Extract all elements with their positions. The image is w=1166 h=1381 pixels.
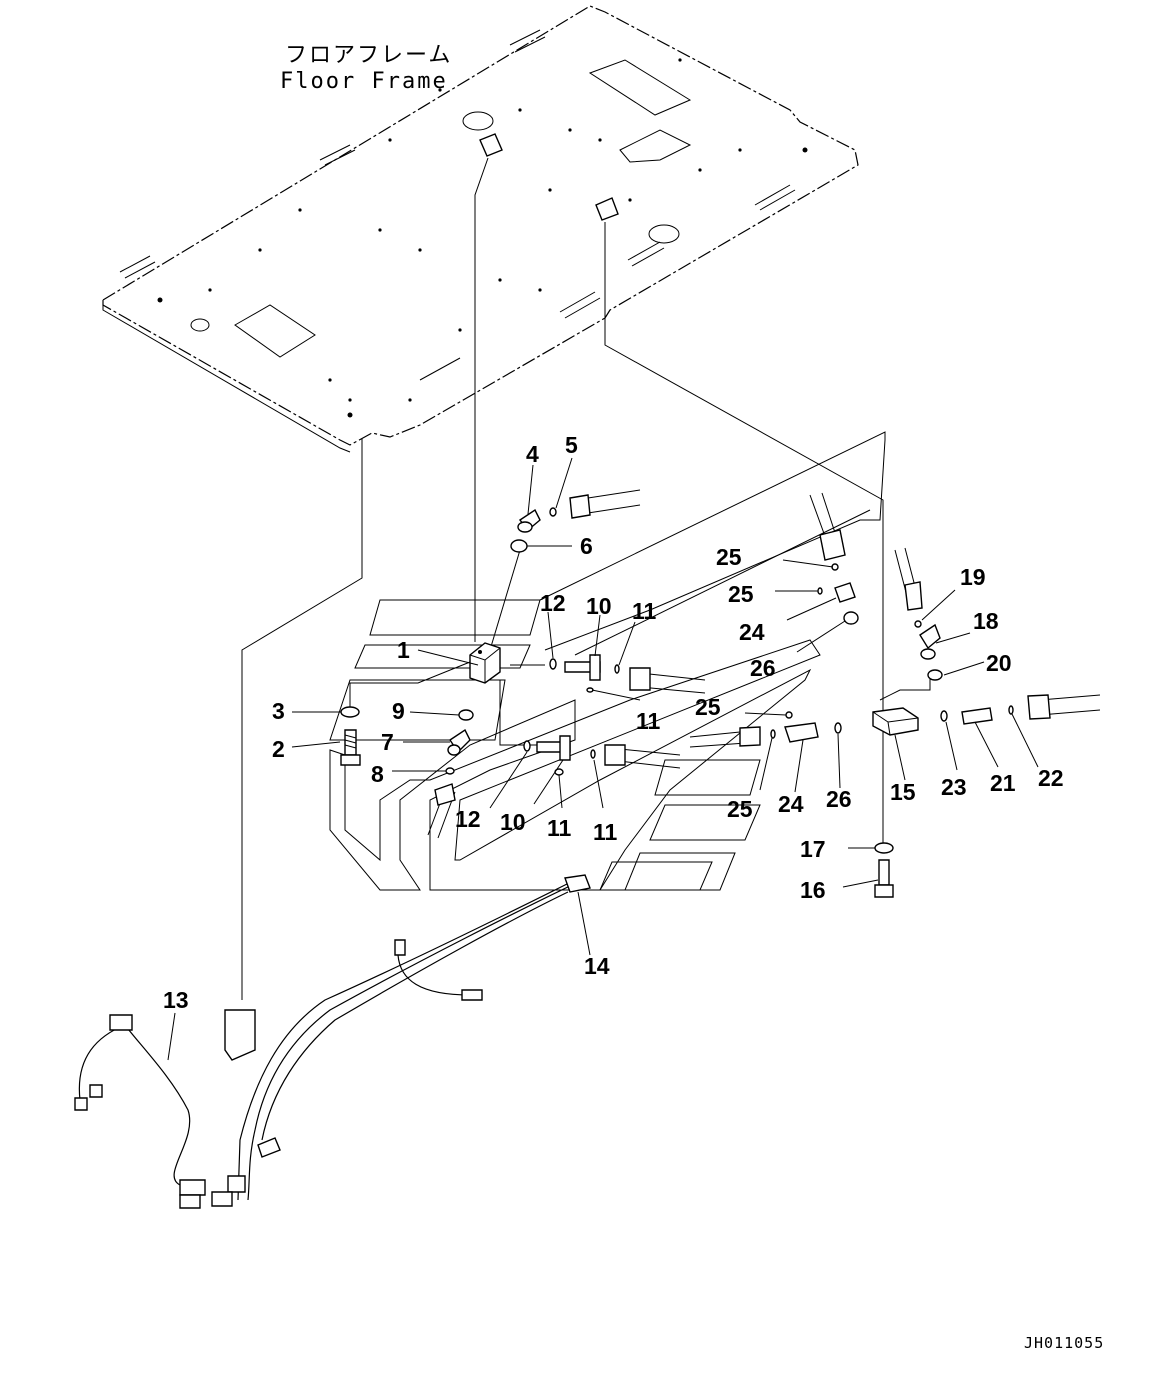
callout-25-a: 25	[716, 544, 742, 570]
part-22-oring[interactable]	[1008, 705, 1014, 715]
part-20-oring[interactable]	[927, 669, 943, 681]
floor-frame	[102, 5, 884, 1000]
part-25-orings[interactable]	[770, 563, 839, 739]
callout-14: 14	[584, 953, 610, 979]
part-21-adapter[interactable]	[961, 707, 993, 725]
part-13-harness[interactable]	[74, 1014, 206, 1209]
callout-18: 18	[973, 608, 999, 634]
callout-7: 7	[381, 729, 394, 755]
part-8-oring[interactable]	[445, 767, 455, 775]
part-2-bolt[interactable]	[340, 729, 361, 766]
part-18-switch[interactable]	[919, 623, 941, 660]
callout-26-upper: 26	[750, 655, 776, 681]
part-3-washer[interactable]	[340, 706, 360, 718]
part-7-switch[interactable]	[447, 728, 471, 756]
callout-4: 4	[526, 441, 539, 467]
part-9-oring[interactable]	[458, 709, 474, 721]
callout-26-lower: 26	[826, 786, 852, 812]
callout-25-d: 25	[727, 796, 753, 822]
part-24-elbow-lower[interactable]	[784, 722, 819, 743]
callout-15: 15	[890, 779, 916, 805]
callout-23: 23	[941, 774, 967, 800]
callout-5: 5	[565, 432, 578, 458]
callout-1: 1	[397, 637, 410, 663]
floor-frame-label-en: Floor Frame	[280, 69, 448, 94]
part-12-orings[interactable]	[523, 658, 557, 752]
callout-8: 8	[371, 761, 384, 787]
floor-frame-label-jp: フロアフレーム	[285, 43, 452, 68]
part-10-tee-lower[interactable]	[536, 735, 571, 761]
callout-25-c: 25	[695, 694, 721, 720]
callout-25-b: 25	[728, 581, 754, 607]
callout-17: 17	[800, 836, 826, 862]
part-26-orings[interactable]	[834, 611, 859, 734]
part-4-switch[interactable]	[517, 508, 541, 533]
part-10-tee-upper[interactable]	[564, 654, 601, 681]
frame-holes	[157, 58, 808, 418]
callout-20: 20	[986, 650, 1012, 676]
callout-12-upper: 12	[540, 590, 566, 616]
callout-11-d: 11	[593, 819, 618, 845]
callout-19: 19	[960, 564, 986, 590]
part-6-oring[interactable]	[510, 539, 528, 553]
hose-ends	[427, 489, 1101, 839]
part-19-oring[interactable]	[914, 620, 922, 628]
callout-24-upper: 24	[739, 619, 765, 645]
callout-11-a: 11	[632, 598, 657, 624]
callout-22: 22	[1038, 765, 1064, 791]
callout-10-lower: 10	[500, 809, 526, 835]
part-24-elbow-upper[interactable]	[834, 582, 856, 603]
part-5-oring[interactable]	[549, 507, 557, 517]
part-15-block[interactable]	[872, 707, 919, 736]
leader-lines	[167, 457, 1039, 1061]
callout-24-lower: 24	[778, 791, 804, 817]
part-17-washer[interactable]	[874, 842, 894, 854]
callout-10-upper: 10	[586, 593, 612, 619]
part-14-harness[interactable]	[211, 874, 591, 1207]
part-1-block[interactable]	[469, 642, 501, 684]
callout-11-c: 11	[547, 815, 572, 841]
part-23-oring[interactable]	[940, 710, 948, 722]
callout-21: 21	[990, 770, 1016, 796]
callout-13: 13	[163, 987, 189, 1013]
callout-12-lower: 12	[455, 806, 481, 832]
callout-2: 2	[272, 736, 285, 762]
callout-3: 3	[272, 698, 285, 724]
part-16-bolt[interactable]	[874, 859, 894, 898]
callout-labels: 1 2 3 4 5 6 7 8 9 10 10 11 11 11 11 12 1…	[163, 432, 1064, 1013]
callout-11-b: 11	[636, 708, 661, 734]
drawing-code: JH011055	[1024, 1334, 1104, 1352]
callout-9: 9	[392, 698, 405, 724]
callout-16: 16	[800, 877, 826, 903]
callout-6: 6	[580, 533, 593, 559]
